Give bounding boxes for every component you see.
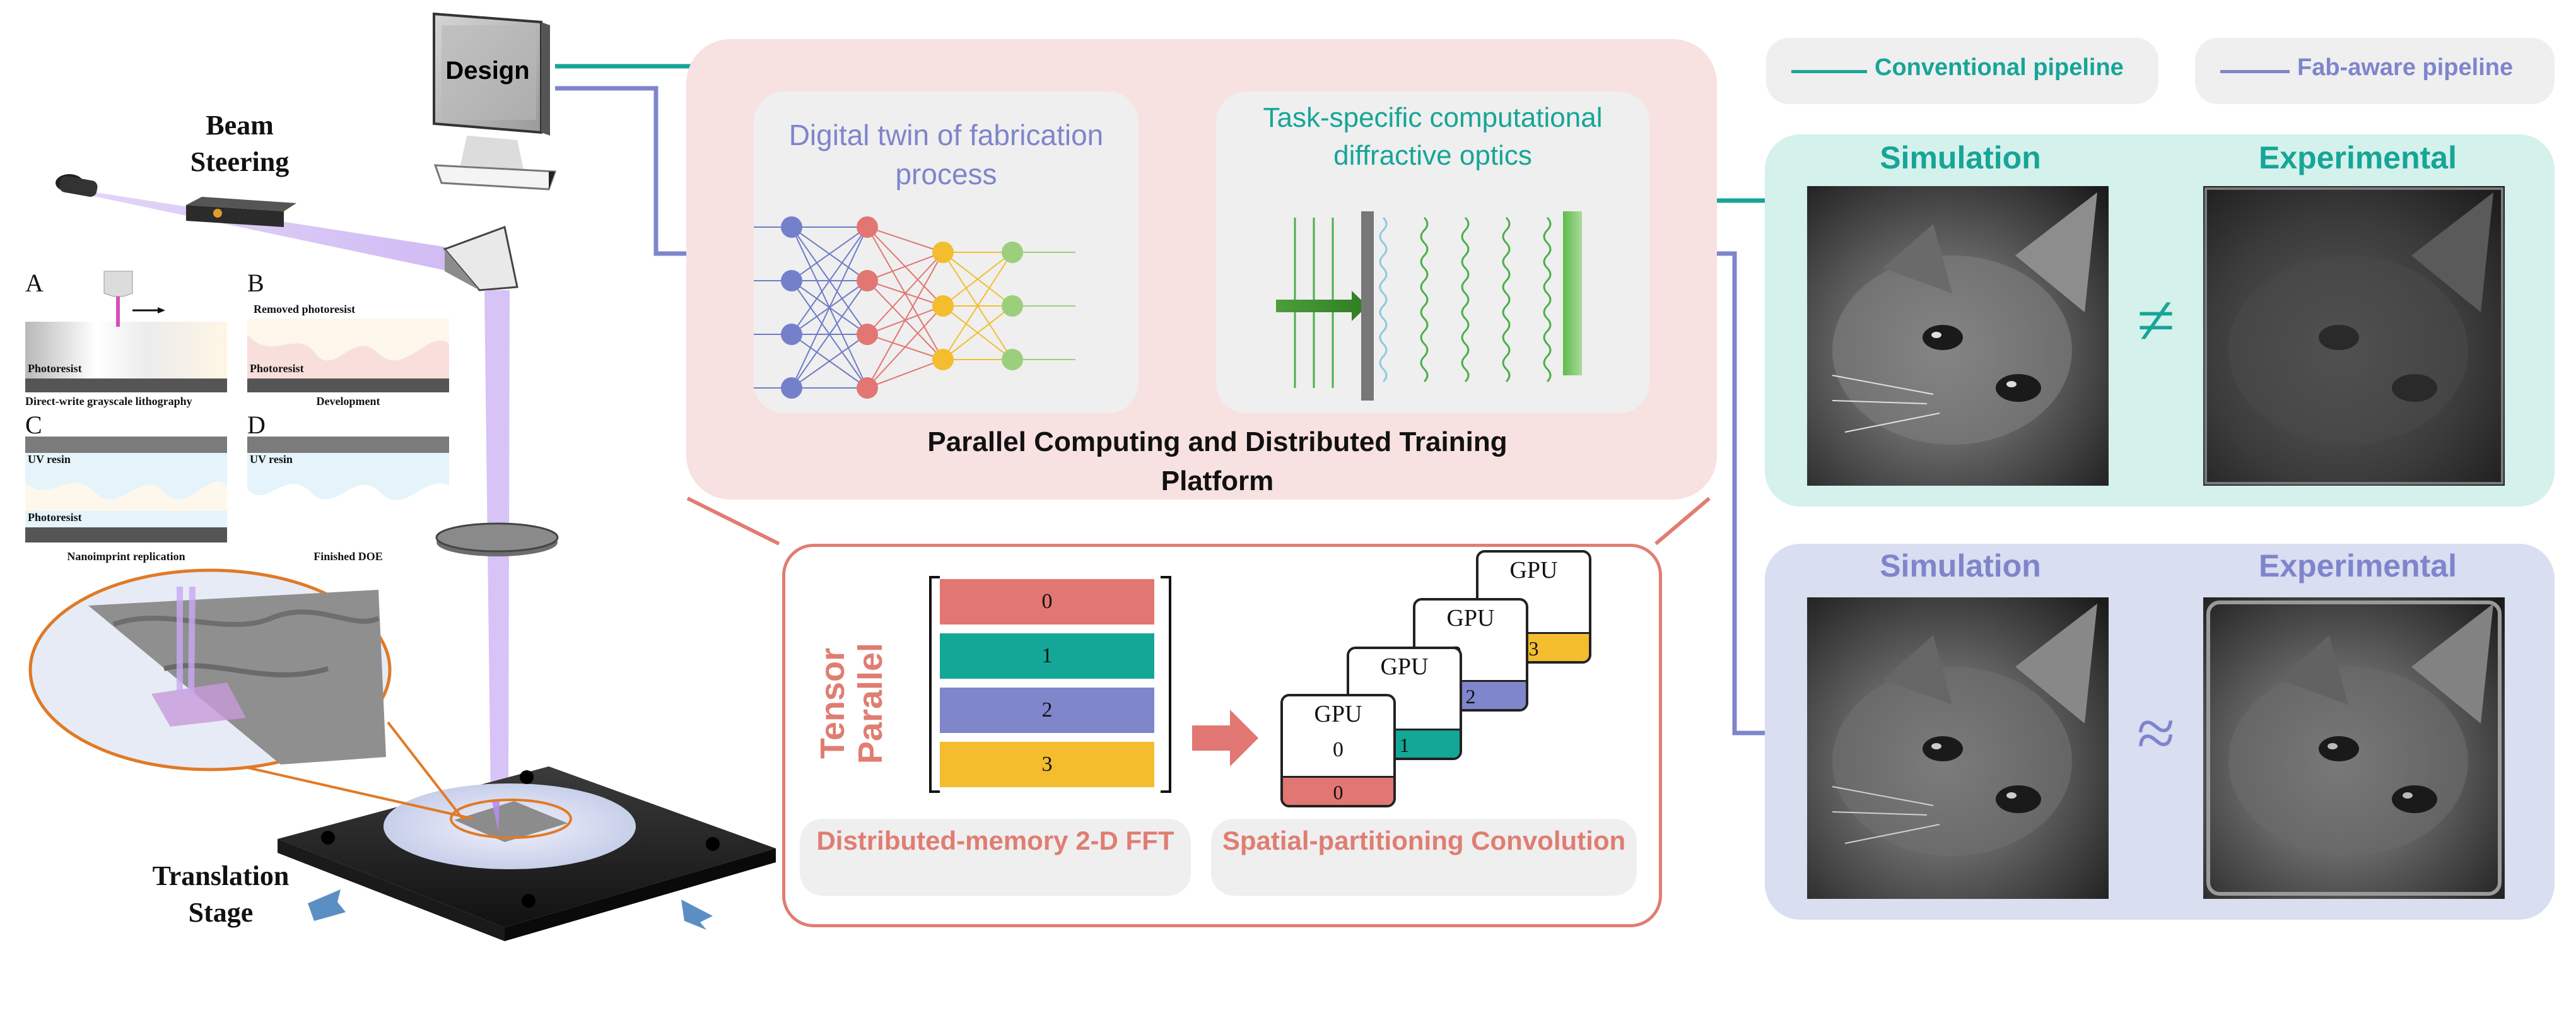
diffractive-optics-card: Task-specific computational diffractive …	[1216, 91, 1649, 413]
fab-aware-simulation-image	[1807, 597, 2109, 899]
step-c-layer: Photoresist	[28, 511, 82, 524]
tensor-block-0: 0	[940, 579, 1154, 624]
gpu-tag: 0	[1283, 776, 1393, 805]
step-d-caption: Finished DOE	[313, 550, 383, 563]
laser-source	[56, 174, 479, 278]
platform-title: Parallel Computing and Distributed Train…	[927, 426, 1508, 496]
stage-arrow-right	[681, 900, 713, 930]
fab-step-a	[25, 271, 227, 392]
legend-conventional-label: Conventional pipeline	[1875, 54, 2124, 81]
legend-fab-aware-label: Fab-aware pipeline	[2297, 54, 2514, 81]
gpu-title: GPU	[1509, 557, 1558, 583]
step-a-caption: Direct-write grayscale lithography	[25, 395, 192, 407]
gpu-index: 0	[1333, 738, 1344, 761]
approx-equal-icon: ≈	[2136, 695, 2175, 771]
fab-step-d	[247, 437, 449, 500]
step-c-letter: C	[25, 411, 42, 439]
step-a-layer: Photoresist	[28, 362, 82, 375]
conventional-sim-label: Simulation	[1880, 140, 2041, 175]
legend-conventional: Conventional pipeline	[1766, 38, 2158, 104]
conventional-experimental-image	[2203, 186, 2505, 486]
step-a-letter: A	[25, 269, 44, 297]
fab-step-c	[25, 437, 227, 542]
gpu-title: GPU	[1314, 701, 1362, 727]
fab-aware-line-swatch	[2220, 70, 2290, 73]
optics-title: Task-specific computational diffractive …	[1263, 102, 1603, 171]
step-c-layer-top: UV resin	[28, 453, 71, 466]
neural-network-icon	[754, 216, 1075, 399]
conventional-simulation-image	[1807, 186, 2109, 486]
gpu-card-0: GPU 0 0	[1280, 694, 1396, 807]
not-equal-icon: ≠	[2136, 282, 2175, 359]
tensor-block-1: 1	[940, 633, 1154, 679]
fab-aware-sim-label: Simulation	[1880, 548, 2041, 583]
gpu-title: GPU	[1446, 605, 1495, 631]
fft-label: Distributed-memory 2-D FFT	[800, 819, 1191, 896]
stage-arrow-left	[308, 889, 346, 921]
digital-twin-title: Digital twin of fabrication process	[788, 119, 1104, 191]
design-monitor	[433, 12, 557, 191]
fab-aware-exp-label: Experimental	[2258, 548, 2457, 583]
conventional-line-swatch	[1791, 70, 1867, 73]
legend-fab-aware: Fab-aware pipeline	[2195, 38, 2555, 104]
fab-step-b	[247, 319, 449, 392]
lithography-illustration	[25, 12, 776, 941]
convolution-label: Spatial-partitioning Convolution	[1211, 819, 1637, 896]
tensor-blocks-bracket	[929, 576, 1171, 793]
gpu-title: GPU	[1380, 654, 1429, 680]
conventional-exp-label: Experimental	[2258, 140, 2457, 175]
digital-twin-card: Digital twin of fabrication process	[754, 91, 1139, 413]
step-d-layer-top: UV resin	[250, 453, 293, 466]
step-b-note: Removed photoresist	[254, 303, 356, 315]
step-d-letter: D	[247, 411, 266, 439]
tensor-blocks: 0 1 2 3	[940, 579, 1154, 787]
steering-mirror	[443, 225, 518, 291]
tensor-block-2: 2	[940, 688, 1154, 733]
tensor-block-3: 3	[940, 742, 1154, 787]
beam-steering-label: Beam Steering	[190, 110, 290, 177]
fabrication-setup: Design Beam Steering Translation Stage A…	[0, 0, 782, 1017]
focus-lens	[435, 522, 559, 556]
design-label: Design	[445, 57, 530, 85]
diffractive-optics-icon	[1276, 211, 1582, 401]
translation-stage	[278, 766, 776, 941]
fab-aware-results-panel: Simulation Experimental ≈	[1765, 544, 2555, 920]
step-b-caption: Development	[316, 395, 380, 407]
tensor-arrow-icon	[1192, 710, 1258, 766]
translation-stage-label: Translation Stage	[152, 860, 290, 928]
tensor-parallel-label: Tensor Parallel	[814, 642, 889, 765]
fab-aware-experimental-image	[2203, 597, 2505, 899]
step-b-layer: Photoresist	[250, 362, 304, 375]
step-c-caption: Nanoimprint replication	[67, 550, 185, 563]
conventional-results-panel: Simulation Experimental ≠	[1765, 134, 2555, 507]
step-b-letter: B	[247, 269, 264, 297]
zoom-inset	[28, 568, 572, 839]
